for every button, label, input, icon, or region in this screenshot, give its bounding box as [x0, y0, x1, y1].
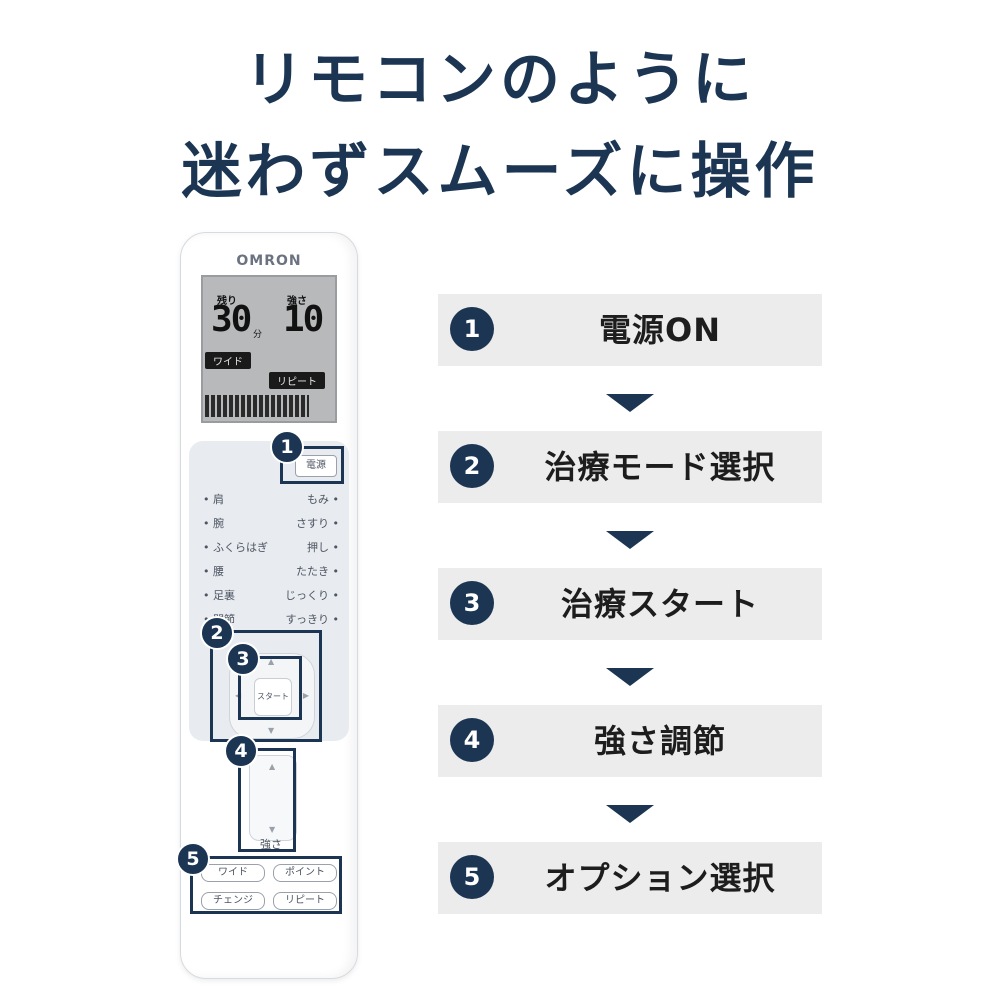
down-arrow-icon[interactable]: ▼: [268, 726, 275, 735]
down-triangle-icon: [606, 805, 654, 823]
mode-item-right[interactable]: たたき •: [296, 565, 339, 578]
lcd-remaining-unit: 分: [253, 330, 263, 340]
step-label: 強さ調節: [593, 722, 726, 760]
right-arrow-icon[interactable]: ▶: [302, 691, 309, 700]
badge-4: 4: [224, 734, 258, 768]
mode-item-right[interactable]: 押し •: [307, 541, 339, 554]
step-label: 電源ON: [599, 311, 721, 349]
lcd-remaining-label: 残り: [217, 296, 237, 307]
step-label: 治療モード選択: [544, 448, 776, 486]
strength-label: 強さ: [260, 838, 282, 851]
step-label: 治療スタート: [560, 585, 759, 623]
up-arrow-icon[interactable]: ▲: [268, 657, 275, 666]
step-label: オプション選択: [544, 859, 776, 897]
lcd-strength-label: 強さ: [287, 296, 307, 307]
headline-line-2: 迷わずスムーズに操作: [181, 137, 819, 207]
lcd-level-bars: [205, 395, 309, 417]
badge-3: 3: [226, 642, 260, 676]
option-repeat-button[interactable]: リピート: [273, 892, 337, 910]
mode-item-left[interactable]: • ふくらはぎ: [203, 541, 268, 554]
step-number: 1: [450, 307, 494, 351]
headline-line-1: リモコンのように: [244, 45, 756, 115]
step-4: 4 強さ調節: [438, 705, 822, 777]
highlight-options: [190, 856, 342, 914]
highlight-power: [280, 446, 344, 484]
lcd-strength-value: 10: [283, 299, 324, 340]
step-number: 5: [450, 855, 494, 899]
mode-item-left[interactable]: • 腰: [203, 565, 224, 578]
step-number: 2: [450, 444, 494, 488]
lcd-display: 残り 強さ 30 分 10 ワイド リピート: [201, 275, 337, 423]
step-1: 1 電源ON: [438, 294, 822, 366]
step-2: 2 治療モード選択: [438, 431, 822, 503]
highlight-strength: [238, 748, 296, 852]
badge-1: 1: [270, 430, 304, 464]
badge-2: 2: [200, 616, 234, 650]
mode-item-left[interactable]: • 肩: [203, 493, 224, 506]
strength-up-icon[interactable]: ▲: [269, 762, 276, 771]
step-number: 3: [450, 581, 494, 625]
down-triangle-icon: [606, 531, 654, 549]
power-button[interactable]: 電源: [295, 455, 337, 477]
mode-item-right[interactable]: さすり •: [296, 517, 339, 530]
mode-item-left[interactable]: • 腕: [203, 517, 224, 530]
lcd-tag-repeat: リピート: [269, 372, 325, 389]
brand-logo: OMRON: [236, 253, 302, 269]
step-number: 4: [450, 718, 494, 762]
step-3: 3 治療スタート: [438, 568, 822, 640]
mode-item-right[interactable]: じっくり •: [285, 589, 339, 602]
down-triangle-icon: [606, 668, 654, 686]
highlight-start: [238, 656, 302, 720]
option-point-button[interactable]: ポイント: [273, 864, 337, 882]
mode-item-right[interactable]: もみ •: [307, 493, 339, 506]
start-button[interactable]: スタート: [254, 678, 292, 716]
step-5: 5 オプション選択: [438, 842, 822, 914]
mode-item-right[interactable]: すっきり •: [285, 613, 339, 626]
lcd-remaining-value: 30: [211, 299, 252, 340]
strength-rocker[interactable]: ▲ ▼: [249, 755, 297, 841]
remote-control: OMRON 残り 強さ 30 分 10 ワイド リピート 電源 • 肩 • 腕 …: [180, 232, 358, 979]
highlight-mode-select: [210, 630, 322, 742]
mode-item-left[interactable]: • 足裏: [203, 589, 235, 602]
down-triangle-icon: [606, 394, 654, 412]
option-change-button[interactable]: チェンジ: [201, 892, 265, 910]
strength-down-icon[interactable]: ▼: [269, 825, 276, 834]
badge-5: 5: [176, 842, 210, 876]
lcd-tag-wide: ワイド: [205, 352, 251, 369]
